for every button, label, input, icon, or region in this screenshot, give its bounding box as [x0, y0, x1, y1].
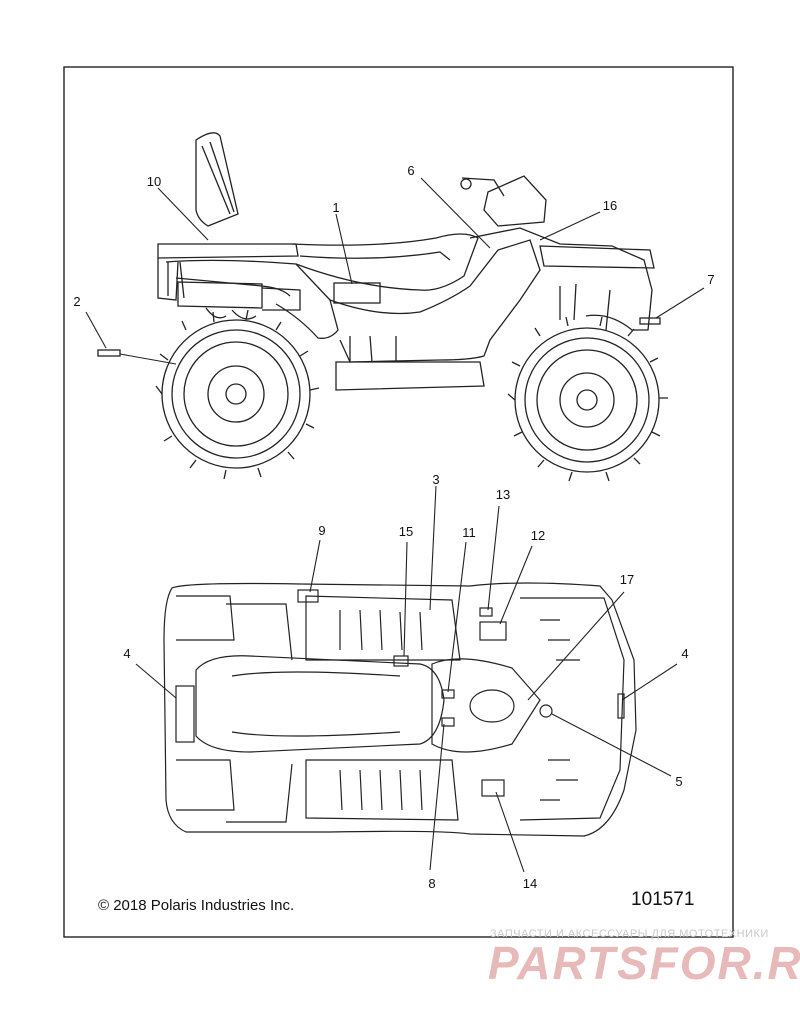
callout-11: 11 [462, 525, 476, 540]
atv-side-view [97, 132, 668, 482]
callout-1: 1 [332, 200, 339, 215]
callout-4-rear: 4 [123, 646, 130, 661]
callout-5: 5 [675, 774, 682, 789]
callout-13: 13 [496, 487, 510, 502]
front-wheel [507, 316, 668, 482]
document-number: 101571 [631, 889, 695, 910]
callout-4-front: 4 [681, 646, 688, 661]
callout-2: 2 [73, 294, 80, 309]
callout-10: 10 [147, 174, 161, 189]
watermark-tagline: ЗАПЧАСТИ И АКСЕССУАРЫ ДЛЯ МОТОТЕХНИКИ [490, 928, 769, 940]
callout-15: 15 [399, 524, 413, 539]
callout-14: 14 [523, 876, 537, 891]
callout-16: 16 [603, 198, 617, 213]
callout-12: 12 [531, 528, 545, 543]
callout-8: 8 [428, 876, 435, 891]
rear-wheel [155, 309, 320, 480]
callout-6: 6 [407, 163, 414, 178]
backrest [195, 132, 239, 227]
callout-17: 17 [620, 572, 634, 587]
leader-lines-side [85, 177, 705, 365]
watermark-logo: PARTSFOR.RU [488, 937, 800, 989]
seat-top [195, 655, 445, 753]
leader-lines-top [135, 485, 678, 873]
drawing-border [63, 66, 734, 938]
copyright-notice: © 2018 Polaris Industries Inc. [98, 897, 295, 914]
atv-top-view [163, 582, 637, 837]
callout-3: 3 [432, 472, 439, 487]
top-outline [163, 582, 637, 837]
callout-9: 9 [318, 523, 325, 538]
callout-7: 7 [707, 272, 714, 287]
